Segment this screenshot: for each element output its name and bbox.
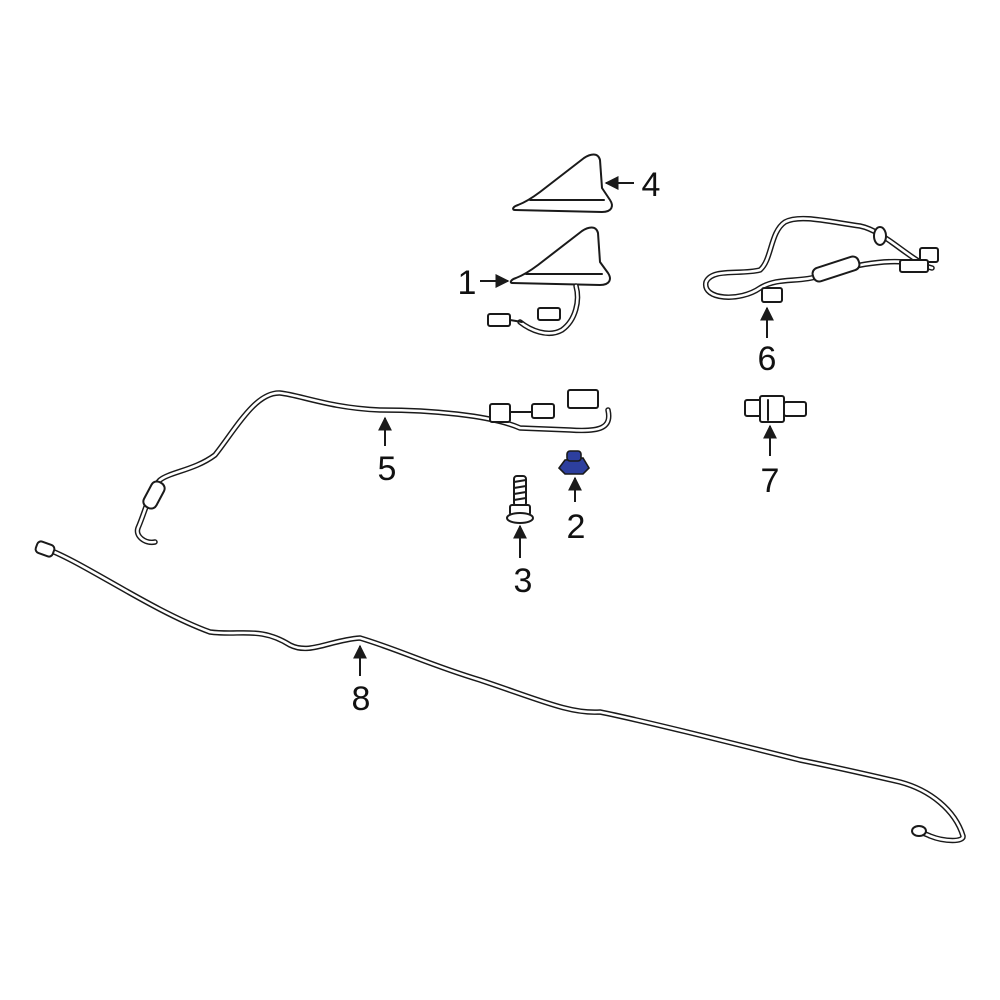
callout-labels: 1 2 3 4 5 6 7 8	[352, 166, 780, 718]
callout-8: 8	[352, 680, 371, 718]
part-8-long-cable[interactable]	[34, 540, 966, 844]
callout-4: 4	[642, 166, 661, 204]
callout-1: 1	[458, 264, 477, 302]
callout-7: 7	[761, 462, 780, 500]
callout-6: 6	[758, 340, 777, 378]
part-5-antenna-cable[interactable]	[134, 389, 612, 546]
callout-3: 3	[514, 562, 533, 600]
part-7-connector[interactable]	[744, 395, 807, 423]
callout-arrows	[353, 176, 777, 676]
callout-2: 2	[567, 508, 586, 546]
part-6-antenna-harness[interactable]	[703, 215, 939, 303]
part-3-screw[interactable]	[506, 475, 534, 524]
callout-5: 5	[378, 450, 397, 488]
part-4-antenna-cover[interactable]	[512, 153, 613, 213]
part-2-nut[interactable]	[557, 450, 591, 475]
part-1-antenna-assembly[interactable]	[487, 226, 611, 336]
